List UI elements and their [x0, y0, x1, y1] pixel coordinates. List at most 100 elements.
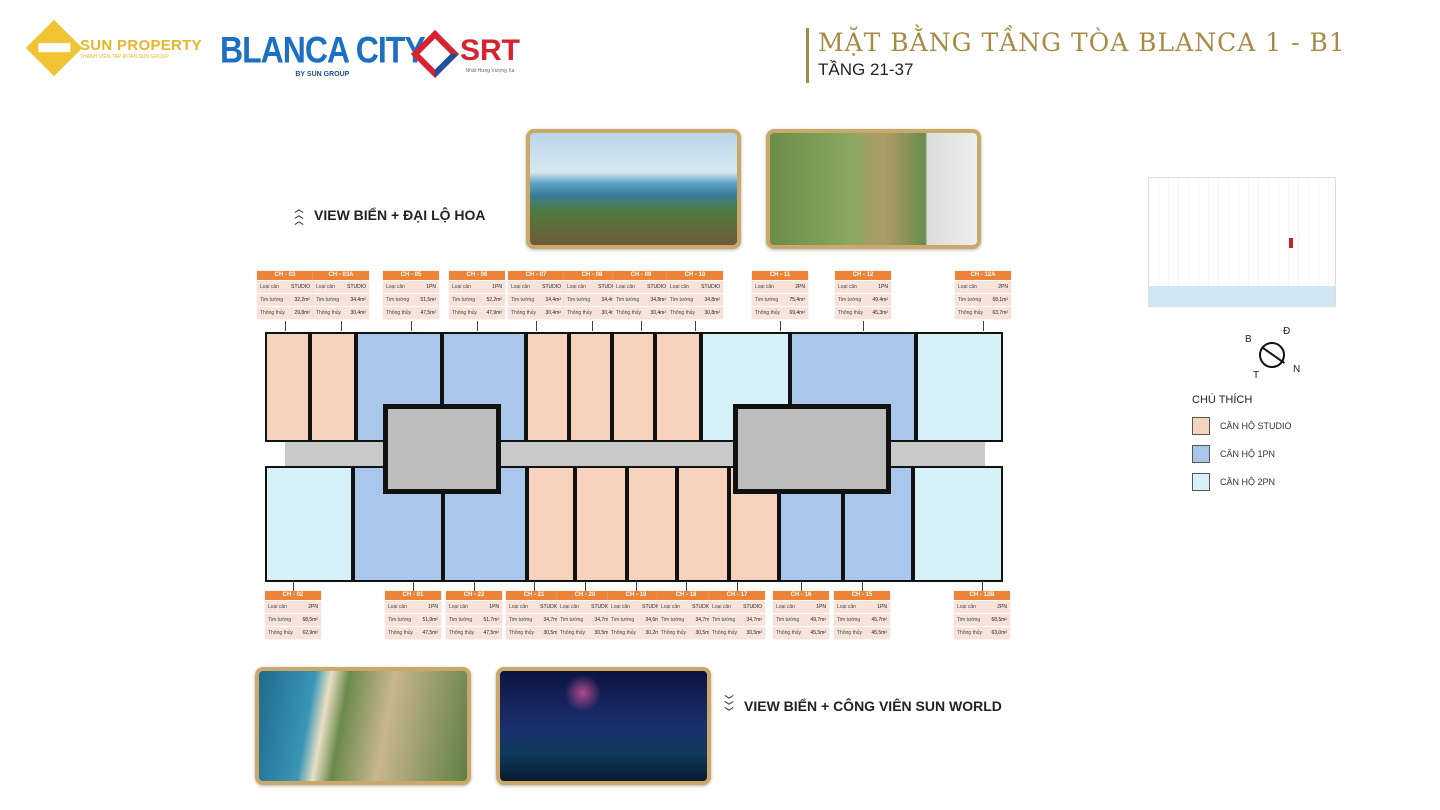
blanca-name: BLANCA CITY: [220, 29, 426, 71]
unit-net-area: 45,5m²: [871, 630, 887, 636]
unit-code: CH - 10: [667, 271, 723, 280]
row-label: Loại căn: [837, 604, 856, 610]
row-label: Thông thủy: [511, 310, 537, 316]
row-label: Loại căn: [560, 604, 579, 610]
compass: B Đ N T: [1243, 326, 1303, 381]
compass-west: T: [1253, 370, 1260, 381]
leader-line: [285, 321, 286, 331]
row-label: Loại căn: [449, 604, 468, 610]
row-label: Thông thủy: [268, 630, 294, 636]
legend-item-2pn: CĂN HỘ 2PN: [1192, 473, 1275, 491]
row-label: Tim tường: [560, 617, 584, 623]
row-label: Thông thủy: [567, 310, 593, 316]
view-top: ︿︿︿ VIEW BIỂN + ĐẠI LỘ HOA: [292, 205, 486, 226]
row-label: Loại căn: [616, 284, 635, 290]
legend-swatch: [1192, 417, 1210, 435]
flower-boulevard-photo: [766, 129, 981, 249]
unit-code: CH - 17: [709, 591, 765, 600]
row-label: Loại căn: [670, 284, 689, 290]
legend-item-studio: CĂN HỘ STUDIO: [1192, 417, 1292, 435]
chevron-down-icon: ﹀﹀﹀: [724, 695, 734, 717]
row-label: Thông thủy: [611, 630, 637, 636]
unit-code: CH - 01: [385, 591, 441, 600]
unit-code: CH - 03: [257, 271, 313, 280]
view-bottom-label: VIEW BIỂN + CÔNG VIÊN SUN WORLD: [744, 698, 1002, 714]
unit-gross-area: 34,7m²: [543, 617, 559, 623]
srt-name: SRT: [460, 34, 520, 67]
row-label: Tim tường: [452, 297, 476, 303]
row-label: Tim tường: [611, 617, 635, 623]
unit-type: STUDIO: [642, 604, 661, 610]
row-label: Loại căn: [567, 284, 586, 290]
blanca-tag: BY SUN GROUP: [295, 71, 350, 78]
compass-east: Đ: [1283, 326, 1291, 337]
unit-type-row: Loại căn 1PN: [773, 600, 829, 613]
unit-ch12a: [916, 332, 1003, 442]
stair-elevator-core-left: [383, 404, 501, 494]
unit-type: STUDIO: [743, 604, 762, 610]
leader-line: [477, 321, 478, 331]
row-label: Thông thủy: [316, 310, 342, 316]
leader-line: [695, 321, 696, 331]
unit-type-row: Loại căn STUDIO: [709, 600, 765, 613]
unit-gross-area: 68,5m²: [302, 617, 318, 623]
row-label: Loại căn: [776, 604, 795, 610]
unit-type: 1PN: [816, 604, 826, 610]
blanca-city-logo: BLANCA CITY BY SUN GROUP: [220, 29, 426, 78]
row-label: Tim tường: [838, 297, 862, 303]
unit-code: CH - 20: [557, 591, 613, 600]
unit-net-area: 30,4m²: [650, 310, 666, 316]
view-top-label: VIEW BIỂN + ĐẠI LỘ HOA: [314, 207, 486, 223]
leader-line: [592, 321, 593, 331]
site-location-map: [1148, 177, 1336, 307]
row-label: Thông thủy: [776, 630, 802, 636]
row-label: Loại căn: [712, 604, 731, 610]
unit-type: STUDIO: [647, 284, 666, 290]
unit-net-area: 30,5m²: [594, 630, 610, 636]
unit-type: 2PN: [308, 604, 318, 610]
row-label: Thông thủy: [452, 310, 478, 316]
legend-item-1pn: CĂN HỘ 1PN: [1192, 445, 1275, 463]
leader-line: [641, 321, 642, 331]
unit-gross-area: 75,4m²: [789, 297, 805, 303]
row-label: Loại căn: [260, 284, 279, 290]
unit-net-area: 47,5m²: [422, 630, 438, 636]
leader-line: [686, 581, 687, 591]
unit-code: CH - 19: [608, 591, 664, 600]
unit-type: 1PN: [426, 284, 436, 290]
leader-line: [474, 581, 475, 591]
sea-area: [1149, 286, 1335, 306]
unit-code: CH - 03A: [313, 271, 369, 280]
